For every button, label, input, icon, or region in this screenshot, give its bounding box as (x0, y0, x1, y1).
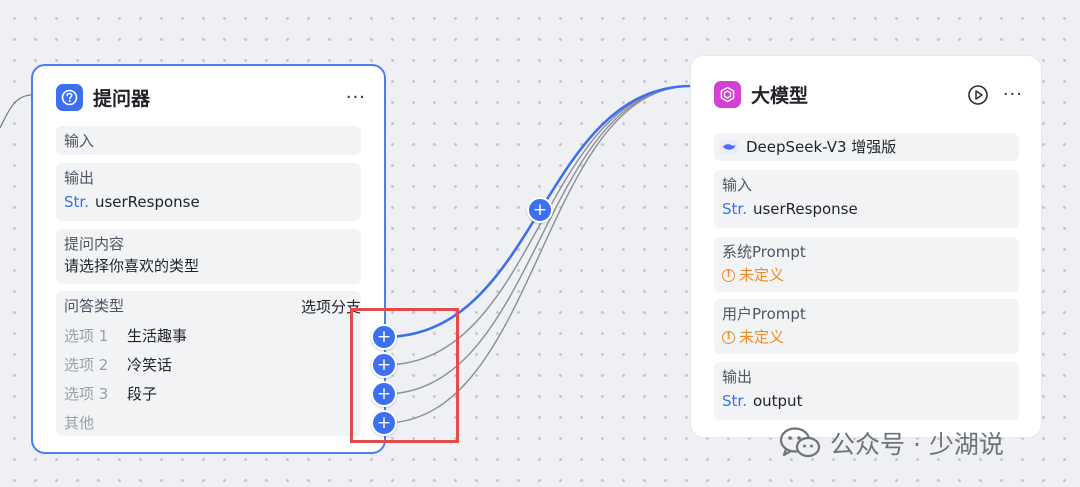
connection-line-option-3[interactable] (383, 85, 693, 395)
output-variable: Str. output (722, 388, 1011, 414)
warning-text: 未定义 (739, 328, 785, 346)
llm-node[interactable]: 大模型 ··· DeepSeek-V3 增强版 输入 Str. userRespo… (690, 55, 1042, 438)
user-prompt-label: 用户Prompt (722, 305, 806, 323)
llm-node-title: 大模型 (751, 85, 809, 107)
asker-output-field[interactable]: 输出 Str. userResponse (56, 163, 361, 221)
option-row-2[interactable]: 选项 2 冷笑话 (64, 350, 353, 379)
answer-type-label: 问答类型 (64, 297, 125, 315)
question-content-field[interactable]: 提问内容 请选择你喜欢的类型 (56, 229, 361, 284)
other-port[interactable]: + (371, 410, 397, 436)
wechat-icon (779, 427, 821, 458)
connection-add-node-button[interactable]: + (527, 197, 553, 223)
model-name: DeepSeek-V3 增强版 (746, 138, 897, 156)
output-label: 输出 (64, 169, 95, 187)
system-prompt-status: ! 未定义 (722, 263, 1011, 287)
option-2-port[interactable]: + (371, 352, 397, 378)
type-tag: Str. (64, 193, 89, 211)
asker-node[interactable]: 提问器 ··· 输入 输出 Str. userResponse 提问内容 请选择你… (31, 64, 386, 454)
option-text: 段子 (127, 385, 158, 403)
user-prompt-field[interactable]: 用户Prompt ! 未定义 (714, 299, 1019, 354)
question-circle-icon (56, 84, 83, 111)
exclamation-circle-icon: ! (722, 268, 735, 282)
model-hexagon-icon (714, 81, 741, 108)
incoming-connection-line (0, 94, 32, 129)
asker-node-header: 提问器 ··· (56, 84, 366, 111)
deepseek-whale-icon (720, 140, 738, 154)
input-label: 输入 (64, 132, 95, 150)
connection-line-option-2[interactable] (383, 85, 693, 366)
option-index: 选项 2 (64, 356, 109, 374)
play-circle-icon[interactable] (967, 84, 989, 106)
option-index: 选项 1 (64, 327, 109, 345)
option-row-other[interactable]: 其他 (64, 408, 353, 437)
warning-text: 未定义 (739, 266, 785, 284)
variable-name: userResponse (94, 193, 200, 211)
llm-node-header: 大模型 ··· (714, 81, 1023, 108)
option-index: 选项 3 (64, 385, 109, 403)
llm-output-field[interactable]: 输出 Str. output (714, 362, 1019, 420)
type-tag: Str. (722, 200, 747, 218)
option-row-3[interactable]: 选项 3 段子 (64, 379, 353, 408)
answer-type-field[interactable]: 问答类型 选项分支 选项 1 生活趣事 选项 2 冷笑话 选项 3 段子 其他 (56, 291, 361, 436)
input-variable: Str. userResponse (722, 196, 1011, 222)
asker-node-title: 提问器 (93, 88, 151, 110)
highlight-box (350, 308, 459, 443)
model-selector[interactable]: DeepSeek-V3 增强版 (714, 133, 1019, 161)
option-text: 生活趣事 (127, 327, 188, 345)
connection-line-other[interactable] (383, 85, 693, 424)
more-options-icon[interactable]: ··· (345, 86, 366, 108)
type-tag: Str. (722, 392, 747, 410)
option-text: 冷笑话 (127, 356, 173, 374)
option-other-label: 其他 (64, 414, 95, 432)
system-prompt-field[interactable]: 系统Prompt ! 未定义 (714, 237, 1019, 292)
watermark: 公众号 · 少湖说 (778, 425, 1004, 461)
output-variable: Str. userResponse (64, 189, 353, 215)
option-1-port[interactable]: + (371, 324, 397, 350)
watermark-text: 公众号 · 少湖说 (830, 430, 1004, 459)
output-label: 输出 (722, 368, 753, 386)
more-options-icon[interactable]: ··· (1002, 83, 1023, 105)
exclamation-circle-icon: ! (722, 330, 735, 344)
variable-name: userResponse (752, 200, 858, 218)
llm-input-field[interactable]: 输入 Str. userResponse (714, 170, 1019, 228)
answer-type-value[interactable]: 选项分支 (300, 297, 361, 316)
system-prompt-label: 系统Prompt (722, 243, 806, 261)
question-content-label: 提问内容 (64, 235, 125, 253)
input-label: 输入 (722, 176, 753, 194)
question-content-text: 请选择你喜欢的类型 (64, 257, 200, 275)
asker-input-field[interactable]: 输入 (56, 126, 361, 155)
option-3-port[interactable]: + (371, 381, 397, 407)
option-row-1[interactable]: 选项 1 生活趣事 (64, 321, 353, 350)
variable-name: output (752, 392, 803, 410)
user-prompt-status: ! 未定义 (722, 325, 1011, 349)
